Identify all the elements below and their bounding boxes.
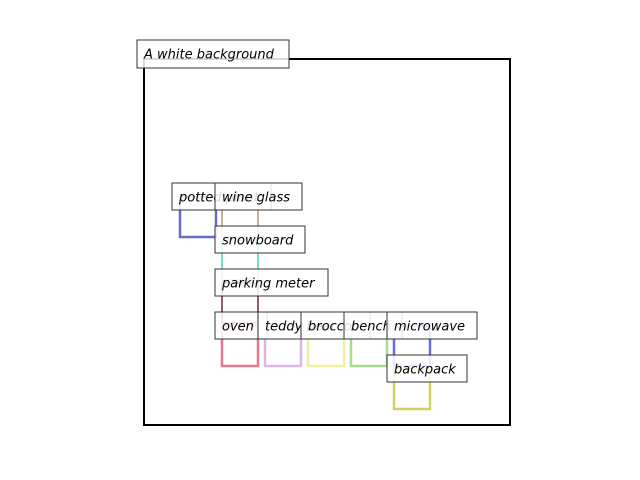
label-backpack: backpack	[386, 354, 468, 383]
label-text-microwave: microwave	[394, 320, 465, 335]
label-wine-glass: wine glass	[214, 182, 303, 211]
label-snowboard: snowboard	[214, 225, 306, 254]
label-text-backpack: backpack	[394, 363, 456, 378]
label-text-oven: oven	[222, 320, 254, 335]
label-text-bench: bench	[351, 320, 391, 335]
label-text-wine-glass: wine glass	[222, 191, 290, 206]
label-text-parking-meter: parking meter	[221, 277, 316, 292]
caption-text: A white background	[143, 48, 275, 63]
label-microwave: microwave	[386, 311, 478, 340]
label-parking-meter: parking meter	[214, 268, 329, 297]
canvas-frame	[143, 58, 511, 426]
caption-label: A white background	[136, 39, 290, 69]
label-text-snowboard: snowboard	[222, 234, 294, 249]
